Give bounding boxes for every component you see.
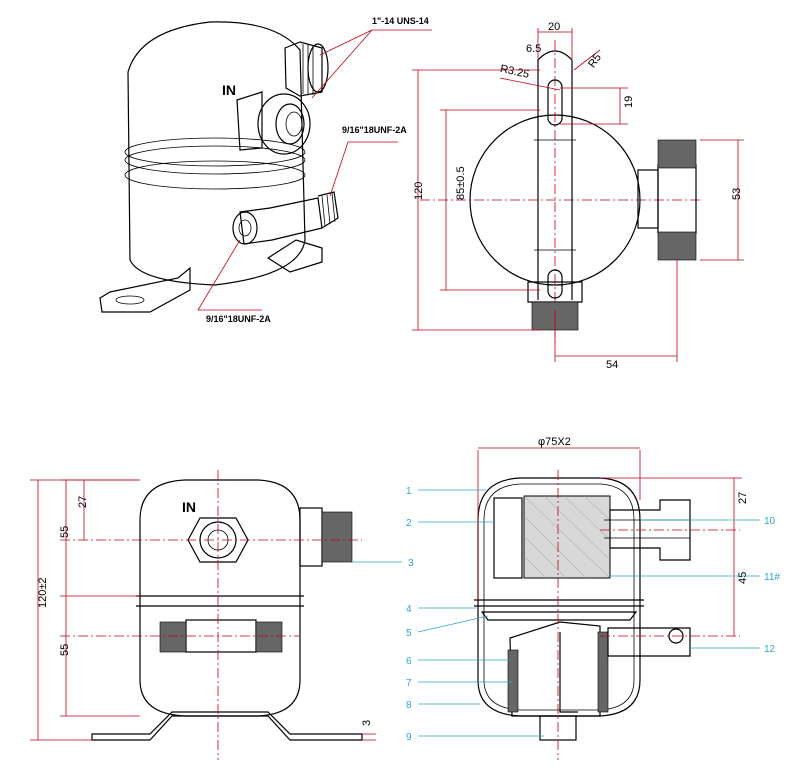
front-dim-27: 27 bbox=[77, 496, 89, 508]
top-dim-54: 54 bbox=[606, 359, 618, 371]
in-fitting bbox=[236, 91, 311, 155]
top-dim-120: 120 bbox=[413, 182, 425, 200]
top-dim-r5: R5 bbox=[586, 52, 604, 70]
lower-fitting bbox=[232, 191, 339, 245]
front-dim-3: 3 bbox=[361, 720, 373, 726]
top-view: 20 6.5 R5 R3.25 19 120 85±0.5 53 54 bbox=[412, 21, 744, 371]
section-dim-45: 45 bbox=[737, 572, 749, 584]
front-view: IN 55 55 27 120±2 3 3 bbox=[30, 470, 414, 760]
callout-5: 5 bbox=[406, 628, 412, 639]
callout-6: 6 bbox=[406, 656, 412, 667]
iso-side-thread-upper-label: 9/16"18UNF-2A bbox=[342, 125, 407, 135]
top-dim-r3-25: R3.25 bbox=[499, 63, 530, 81]
section-dim-27: 27 bbox=[737, 492, 749, 504]
iso-top-thread-label: 1"-14 UNS-14 bbox=[372, 16, 429, 26]
callout-11: 11# bbox=[764, 572, 780, 583]
callout-2: 2 bbox=[406, 518, 412, 529]
iso-in-label: IN bbox=[222, 82, 236, 98]
isometric-view: IN 1"-14 UNS-14 9/16"18UNF-2A 9/16"18UNF… bbox=[99, 16, 432, 324]
top-dim-20: 20 bbox=[548, 21, 560, 33]
front-dim-55-bottom: 55 bbox=[59, 644, 71, 656]
top-dim-53: 53 bbox=[731, 188, 743, 200]
callout-12: 12 bbox=[764, 644, 776, 655]
top-dim-19: 19 bbox=[623, 96, 635, 108]
top-dim-85: 85±0.5 bbox=[455, 166, 467, 200]
callout-1: 1 bbox=[406, 486, 412, 497]
front-callout-3: 3 bbox=[408, 558, 414, 569]
section-view: φ75X2 27 45 1 2 4 5 6 7 8 9 10 11# 12 bbox=[406, 436, 780, 760]
front-dim-120: 120±2 bbox=[37, 577, 49, 608]
callout-4: 4 bbox=[406, 604, 412, 615]
top-fitting bbox=[284, 41, 329, 97]
iso-side-thread-lower-label: 9/16"18UNF-2A bbox=[206, 314, 271, 324]
top-dim-6-5: 6.5 bbox=[526, 43, 541, 55]
section-dim-diameter: φ75X2 bbox=[538, 436, 571, 448]
front-dim-55-top: 55 bbox=[59, 526, 71, 538]
front-in-label: IN bbox=[182, 499, 196, 515]
callout-9: 9 bbox=[406, 732, 412, 743]
callout-10: 10 bbox=[764, 516, 776, 527]
iso-bracket bbox=[99, 239, 323, 313]
callout-8: 8 bbox=[406, 700, 412, 711]
callout-7: 7 bbox=[406, 678, 412, 689]
